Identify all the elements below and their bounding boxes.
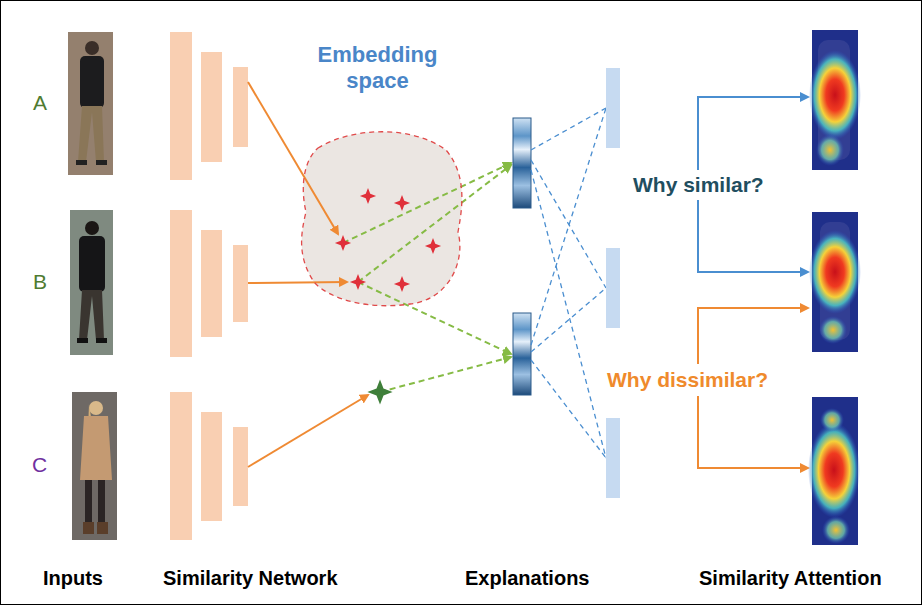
heatmap-c — [808, 397, 860, 545]
input-letter: B — [33, 270, 47, 294]
embedding-fill — [302, 132, 462, 306]
question-label: Why dissimilar? — [604, 368, 771, 392]
input-photo-b — [70, 210, 113, 355]
heatmap-b — [809, 212, 861, 352]
explanation-vectors — [513, 118, 531, 395]
attention-links — [531, 108, 606, 458]
column-title: Explanations — [465, 567, 589, 590]
input-photo-a — [68, 32, 113, 175]
network-layers — [170, 32, 248, 540]
explanation-links — [343, 163, 511, 392]
column-title: Similarity Network — [163, 567, 338, 590]
input-photo-c — [72, 392, 117, 540]
column-title: Inputs — [43, 567, 103, 590]
attention-vectors — [606, 68, 620, 498]
question-label: Why similar? — [630, 173, 767, 197]
outlier-point — [367, 379, 392, 404]
input-letter: A — [33, 91, 47, 115]
embedding-region: Embedding space — [290, 42, 465, 310]
heatmap-a — [809, 30, 861, 170]
column-title: Similarity Attention — [699, 567, 882, 590]
embedding-arrows — [248, 82, 368, 467]
region-heading: Embedding space — [303, 42, 453, 95]
input-letter: C — [32, 453, 47, 477]
embedding-points — [335, 188, 441, 292]
